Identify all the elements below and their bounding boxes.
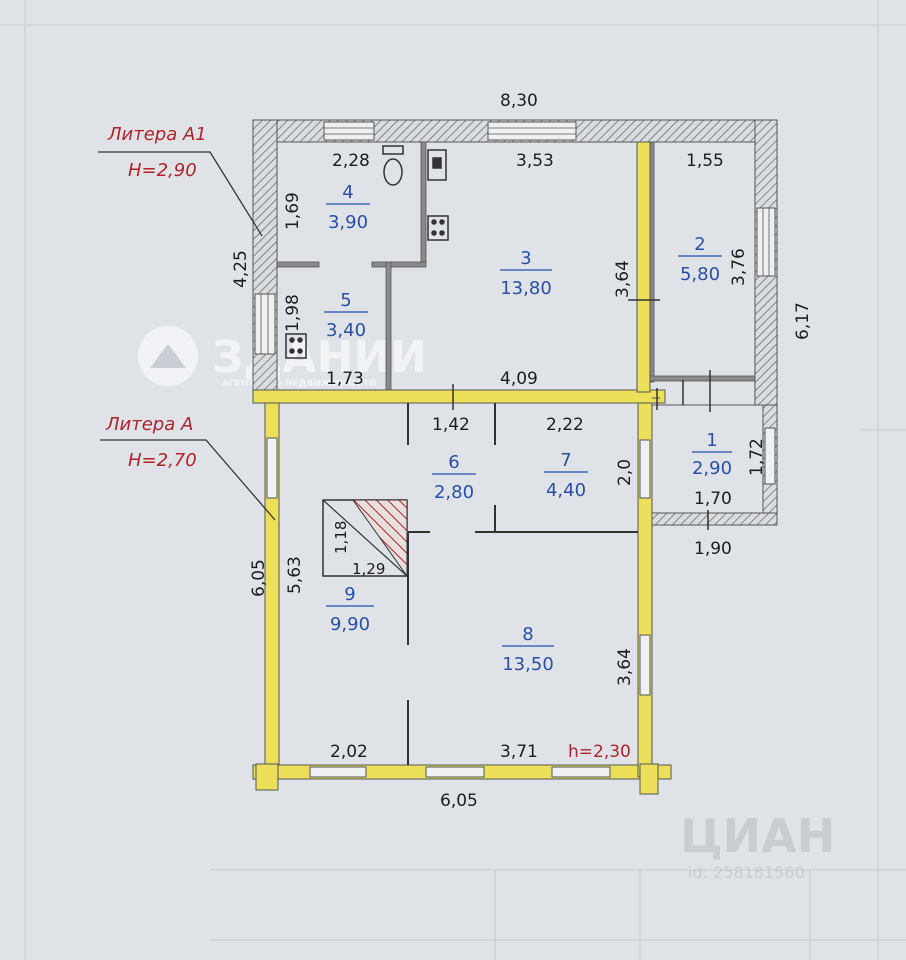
interior-walls-a: [407, 403, 638, 765]
dim-r7-width: 2,22: [546, 415, 584, 435]
stove-icon: [427, 215, 449, 241]
svg-text:9,90: 9,90: [330, 614, 370, 635]
dim-r2-width: 1,55: [686, 151, 724, 171]
dim-r8-ceiling: h=2,30: [568, 742, 631, 762]
svg-text:13,80: 13,80: [500, 278, 552, 299]
dim-right-height: 6,17: [793, 302, 813, 340]
dim-bottom-width: 6,05: [440, 791, 478, 811]
dim-r3-width: 3,53: [516, 151, 554, 171]
svg-text:ЦИАН: ЦИАН: [680, 809, 835, 863]
litera-a1-label: Литера А1 Н=2,90: [107, 124, 207, 181]
dim-r7-height: 2,0: [615, 459, 635, 486]
dimension-labels: 8,30 6,17 4,25 6,05 6,05 2,28 1,69 3,53 …: [231, 91, 813, 811]
svg-text:6: 6: [448, 452, 459, 473]
interior-walls-a1: [276, 141, 756, 391]
window-room1: [764, 427, 776, 485]
dim-r4-height: 1,69: [283, 192, 303, 230]
dim-r8-height: 3,64: [615, 648, 635, 686]
svg-text:Н=2,90: Н=2,90: [128, 160, 197, 181]
svg-text:7: 7: [560, 450, 571, 471]
boiler-icon: [285, 333, 307, 359]
dim-r5-height: 1,98: [283, 294, 303, 332]
svg-text:Н=2,70: Н=2,70: [128, 450, 197, 471]
svg-text:3: 3: [520, 248, 531, 269]
door-marks: [452, 299, 711, 530]
svg-text:3,40: 3,40: [326, 320, 366, 341]
room-8-label: 8 13,50: [502, 624, 554, 675]
dim-stair-h: 1,18: [332, 521, 350, 554]
svg-text:5,80: 5,80: [680, 264, 720, 285]
litera-a-label: Литера А Н=2,70: [105, 414, 197, 471]
svg-text:Литера А: Литера А: [105, 414, 193, 435]
room-3-label: 3 13,80: [500, 248, 552, 299]
svg-text:1: 1: [706, 430, 717, 451]
dim-r9-bottom: 2,02: [330, 742, 368, 762]
dim-r2-height: 3,76: [729, 248, 749, 286]
window-lines-a1: [260, 127, 770, 354]
room-7-label: 7 4,40: [544, 450, 588, 501]
room-1-label: 1 2,90: [692, 430, 732, 479]
svg-text:2,80: 2,80: [434, 482, 474, 503]
dim-r1-width: 1,70: [694, 489, 732, 509]
windows-a: [266, 437, 651, 778]
room-6-label: 6 2,80: [432, 452, 476, 503]
svg-text:3,90: 3,90: [328, 212, 368, 233]
dim-stair-w: 1,29: [352, 560, 385, 578]
dim-left-a: 6,05: [249, 559, 269, 597]
watermark-left: ЗДАНИИ АГЕНТСТВО НЕДВИЖИМОСТИ: [138, 326, 427, 389]
svg-text:4: 4: [342, 182, 353, 203]
svg-text:9: 9: [344, 584, 355, 605]
toilet-icon: [382, 145, 404, 186]
veranda-lines: [652, 397, 763, 406]
svg-text:2: 2: [694, 234, 705, 255]
litera-a-walls: [252, 141, 672, 795]
dim-left-a1: 4,25: [231, 250, 251, 288]
dim-r8-bottom: 3,71: [500, 742, 538, 762]
svg-text:5: 5: [340, 290, 351, 311]
dim-r3-height: 3,64: [613, 260, 633, 298]
room-5-label: 5 3,40: [324, 290, 368, 341]
dim-top-width: 8,30: [500, 91, 538, 111]
room-2-label: 2 5,80: [678, 234, 722, 285]
svg-text:8: 8: [522, 624, 533, 645]
svg-text:АГЕНТСТВО НЕДВИЖИМОСТИ: АГЕНТСТВО НЕДВИЖИМОСТИ: [222, 379, 376, 389]
svg-text:13,50: 13,50: [502, 654, 554, 675]
windows-a1: [254, 121, 776, 355]
staircase: [322, 499, 408, 578]
dim-r1-height: 1,72: [747, 438, 767, 476]
dim-r3-bottom: 4,09: [500, 369, 538, 389]
svg-text:4,40: 4,40: [546, 480, 586, 501]
sink-icon: [427, 149, 447, 181]
dim-r9-height: 5,63: [285, 556, 305, 594]
dim-r4-width: 2,28: [332, 151, 370, 171]
svg-text:2,90: 2,90: [692, 458, 732, 479]
dim-r6-width: 1,42: [432, 415, 470, 435]
watermark-right: ЦИАН id: 258181560: [680, 809, 835, 882]
dim-r1-outer: 1,90: [694, 539, 732, 559]
room-4-label: 4 3,90: [326, 182, 370, 233]
svg-text:Литера А1: Литера А1: [107, 124, 207, 145]
svg-text:id: 258181560: id: 258181560: [688, 863, 805, 882]
faint-table: [210, 869, 906, 960]
svg-text:ЗДАНИИ: ЗДАНИИ: [212, 332, 427, 383]
room-9-label: 9 9,90: [326, 584, 374, 635]
dim-r5-width: 1,73: [326, 369, 364, 389]
litera-leaders: [98, 151, 276, 521]
